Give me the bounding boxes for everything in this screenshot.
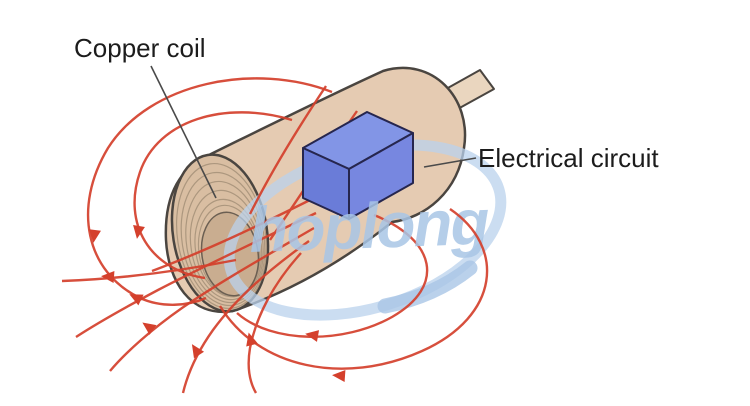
circuit-box-right (348, 132, 414, 220)
arrow-icon (142, 322, 157, 335)
field-line (75, 211, 317, 339)
field-line (248, 85, 327, 215)
arrow-icon (191, 344, 205, 359)
watermark-text: hoplong (248, 186, 490, 266)
field-line (218, 208, 489, 370)
arrow-icon (101, 271, 115, 283)
field-arrows (89, 225, 346, 382)
arrow-icon (246, 332, 258, 347)
copper-coil-leader-line (150, 65, 217, 199)
field-line (151, 197, 313, 273)
arrow-icon (89, 229, 101, 243)
arrow-icon (133, 225, 145, 239)
field-line (86, 77, 333, 306)
field-line (109, 226, 315, 372)
copper-coil-label: Copper coil (74, 33, 206, 63)
arrow-icon (305, 330, 320, 342)
electrical-circuit-label: Electrical circuit (478, 143, 659, 173)
arrow-icon (332, 370, 346, 382)
field-line (236, 213, 429, 338)
arrow-icon (129, 294, 144, 306)
field-line (181, 240, 310, 394)
circuit-box (302, 111, 414, 220)
field-line (61, 258, 237, 283)
field-lines-front (61, 77, 489, 370)
electrical-circuit-leader-line (423, 157, 477, 168)
field-line (133, 111, 293, 280)
